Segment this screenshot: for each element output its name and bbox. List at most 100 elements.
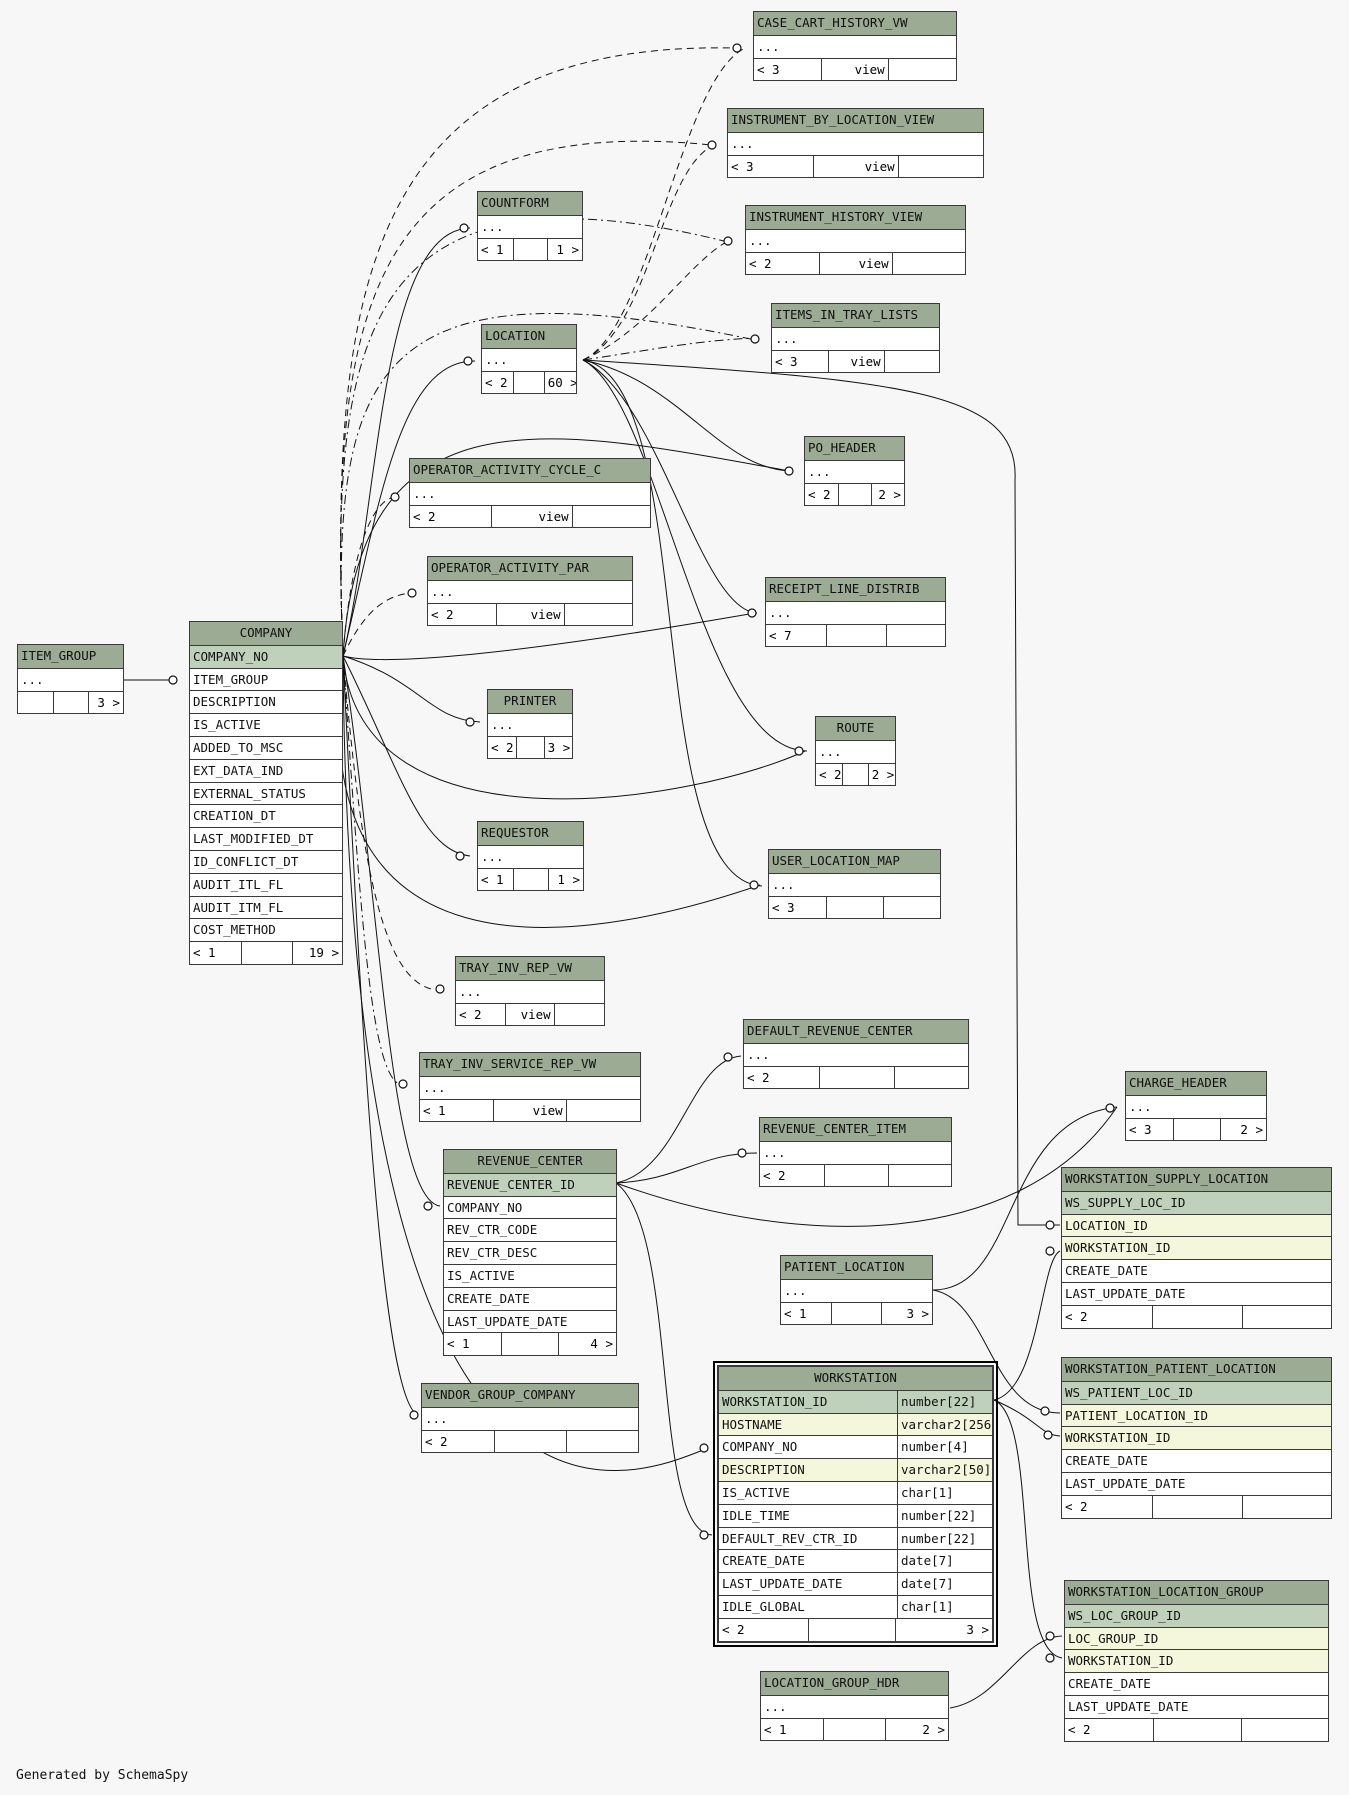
parents-count[interactable]: < 2 xyxy=(819,766,842,782)
children-count[interactable] xyxy=(1242,1719,1328,1741)
parents-count[interactable]: < 3 xyxy=(731,158,754,174)
collapsed-columns[interactable]: ... xyxy=(1126,1094,1266,1118)
table-title[interactable]: WORKSTATION_SUPPLY_LOCATION xyxy=(1062,1168,1331,1191)
collapsed-columns[interactable]: ... xyxy=(420,1075,640,1099)
parents-count[interactable] xyxy=(18,692,53,714)
collapsed-columns[interactable]: ... xyxy=(422,1406,638,1430)
children-count[interactable]: 3 > xyxy=(97,694,120,710)
collapsed-columns[interactable]: ... xyxy=(746,228,965,252)
column-location-id[interactable]: LOCATION_ID xyxy=(1062,1213,1331,1237)
column-ws-patient-loc-id[interactable]: WS_PATIENT_LOC_ID xyxy=(1062,1380,1331,1404)
collapsed-columns[interactable]: ... xyxy=(428,579,632,603)
parents-count[interactable]: < 1 xyxy=(423,1102,446,1118)
parents-count[interactable]: < 2 xyxy=(763,1167,786,1183)
table-vendor-group-company[interactable]: VENDOR_GROUP_COMPANY...< 2 xyxy=(421,1383,639,1454)
column-last-update-date[interactable]: LAST_UPDATE_DATE xyxy=(1062,1471,1331,1495)
column-last-modified-dt[interactable]: LAST_MODIFIED_DT xyxy=(190,827,342,850)
children-count[interactable]: 60 > xyxy=(547,374,576,390)
parents-count[interactable]: < 2 xyxy=(459,1006,482,1022)
table-title[interactable]: ROUTE xyxy=(816,717,895,740)
children-count[interactable]: 2 > xyxy=(922,1721,945,1737)
parents-count[interactable]: < 1 xyxy=(447,1336,470,1352)
column-ws-supply-loc-id[interactable]: WS_SUPPLY_LOC_ID xyxy=(1062,1190,1331,1214)
column-creation-dt[interactable]: CREATION_DT xyxy=(190,804,342,827)
table-title[interactable]: REVENUE_CENTER xyxy=(444,1150,616,1173)
children-count[interactable] xyxy=(895,1067,968,1089)
table-revenue-center-item[interactable]: REVENUE_CENTER_ITEM... < 2 xyxy=(759,1117,952,1188)
children-count[interactable] xyxy=(1243,1306,1331,1328)
parents-count[interactable]: < 1 xyxy=(764,1721,787,1737)
children-count[interactable] xyxy=(573,506,650,528)
table-title[interactable]: INSTRUMENT_HISTORY_VIEW xyxy=(746,206,965,229)
parents-count[interactable]: < 1 xyxy=(784,1305,807,1321)
children-count[interactable]: 3 > xyxy=(547,739,571,755)
table-title[interactable]: WORKSTATION_PATIENT_LOCATION xyxy=(1062,1358,1331,1381)
parents-count[interactable]: < 3 xyxy=(775,353,798,369)
column-company-no[interactable]: COMPANY_NO xyxy=(444,1195,616,1219)
table-title[interactable]: TRAY_INV_SERVICE_REP_VW xyxy=(420,1053,640,1076)
collapsed-columns[interactable]: ... xyxy=(816,739,895,763)
collapsed-columns[interactable]: ... xyxy=(478,844,583,868)
children-count[interactable]: 3 > xyxy=(906,1305,930,1321)
column-audit-itm-fl[interactable]: AUDIT_ITM_FL xyxy=(190,895,342,919)
children-count[interactable]: 1 > xyxy=(557,871,580,887)
table-title[interactable]: REVENUE_CENTER_ITEM xyxy=(760,1118,951,1141)
children-count[interactable] xyxy=(889,59,956,81)
parents-count[interactable]: < 1 xyxy=(481,871,504,887)
column-added-to-msc[interactable]: ADDED_TO_MSC xyxy=(190,735,342,759)
children-count[interactable]: 2 > xyxy=(878,486,901,502)
column-last-update-date[interactable]: LAST_UPDATE_DATE xyxy=(1065,1694,1328,1718)
table-title[interactable]: TRAY_INV_REP_VW xyxy=(456,957,604,980)
parents-count[interactable]: < 2 xyxy=(485,374,508,390)
parents-count[interactable]: < 2 xyxy=(722,1621,745,1637)
collapsed-columns[interactable]: ... xyxy=(18,667,123,691)
children-count[interactable] xyxy=(889,1165,951,1187)
parents-count[interactable]: < 1 xyxy=(193,945,216,961)
table-title[interactable]: DEFAULT_REVENUE_CENTER xyxy=(744,1020,968,1043)
collapsed-columns[interactable]: ... xyxy=(769,872,940,896)
column-ext-data-ind[interactable]: EXT_DATA_IND xyxy=(190,758,342,782)
column-last-update-date[interactable]: LAST_UPDATE_DATE xyxy=(444,1309,616,1333)
parents-count[interactable]: < 2 xyxy=(1065,1498,1088,1514)
parents-count[interactable]: < 3 xyxy=(1129,1121,1152,1137)
table-user-location-map[interactable]: USER_LOCATION_MAP...< 3 xyxy=(768,849,941,920)
table-title[interactable]: PO_HEADER xyxy=(805,437,904,460)
collapsed-columns[interactable]: ... xyxy=(772,326,939,350)
column-rev-ctr-code[interactable]: REV_CTR_CODE xyxy=(444,1218,616,1241)
table-receipt-line-distrib[interactable]: RECEIPT_LINE_DISTRIB...< 7 xyxy=(765,577,946,648)
table-item-group[interactable]: ITEM_GROUP...3 > xyxy=(17,644,124,715)
children-count[interactable] xyxy=(565,604,632,626)
table-title[interactable]: CHARGE_HEADER xyxy=(1126,1072,1266,1095)
children-count[interactable] xyxy=(893,253,965,275)
parents-count[interactable]: < 2 xyxy=(431,606,454,622)
table-title[interactable]: LOCATION_GROUP_HDR xyxy=(761,1672,948,1695)
column-ws-loc-group-id[interactable]: WS_LOC_GROUP_ID xyxy=(1065,1603,1328,1627)
collapsed-columns[interactable]: ... xyxy=(760,1140,951,1164)
parents-count[interactable]: < 2 xyxy=(491,739,514,755)
children-count[interactable] xyxy=(1243,1496,1331,1518)
table-title[interactable]: COMPANY xyxy=(190,622,342,645)
column-company-no[interactable]: COMPANY_NO xyxy=(190,644,342,668)
children-count[interactable]: 2 > xyxy=(1240,1121,1263,1137)
table-title[interactable]: ITEMS_IN_TRAY_LISTS xyxy=(772,304,939,327)
collapsed-columns[interactable]: ... xyxy=(781,1278,932,1302)
children-count[interactable] xyxy=(567,1100,640,1122)
column-id-conflict-dt[interactable]: ID_CONFLICT_DT xyxy=(190,849,342,873)
collapsed-columns[interactable]: ... xyxy=(456,979,604,1003)
